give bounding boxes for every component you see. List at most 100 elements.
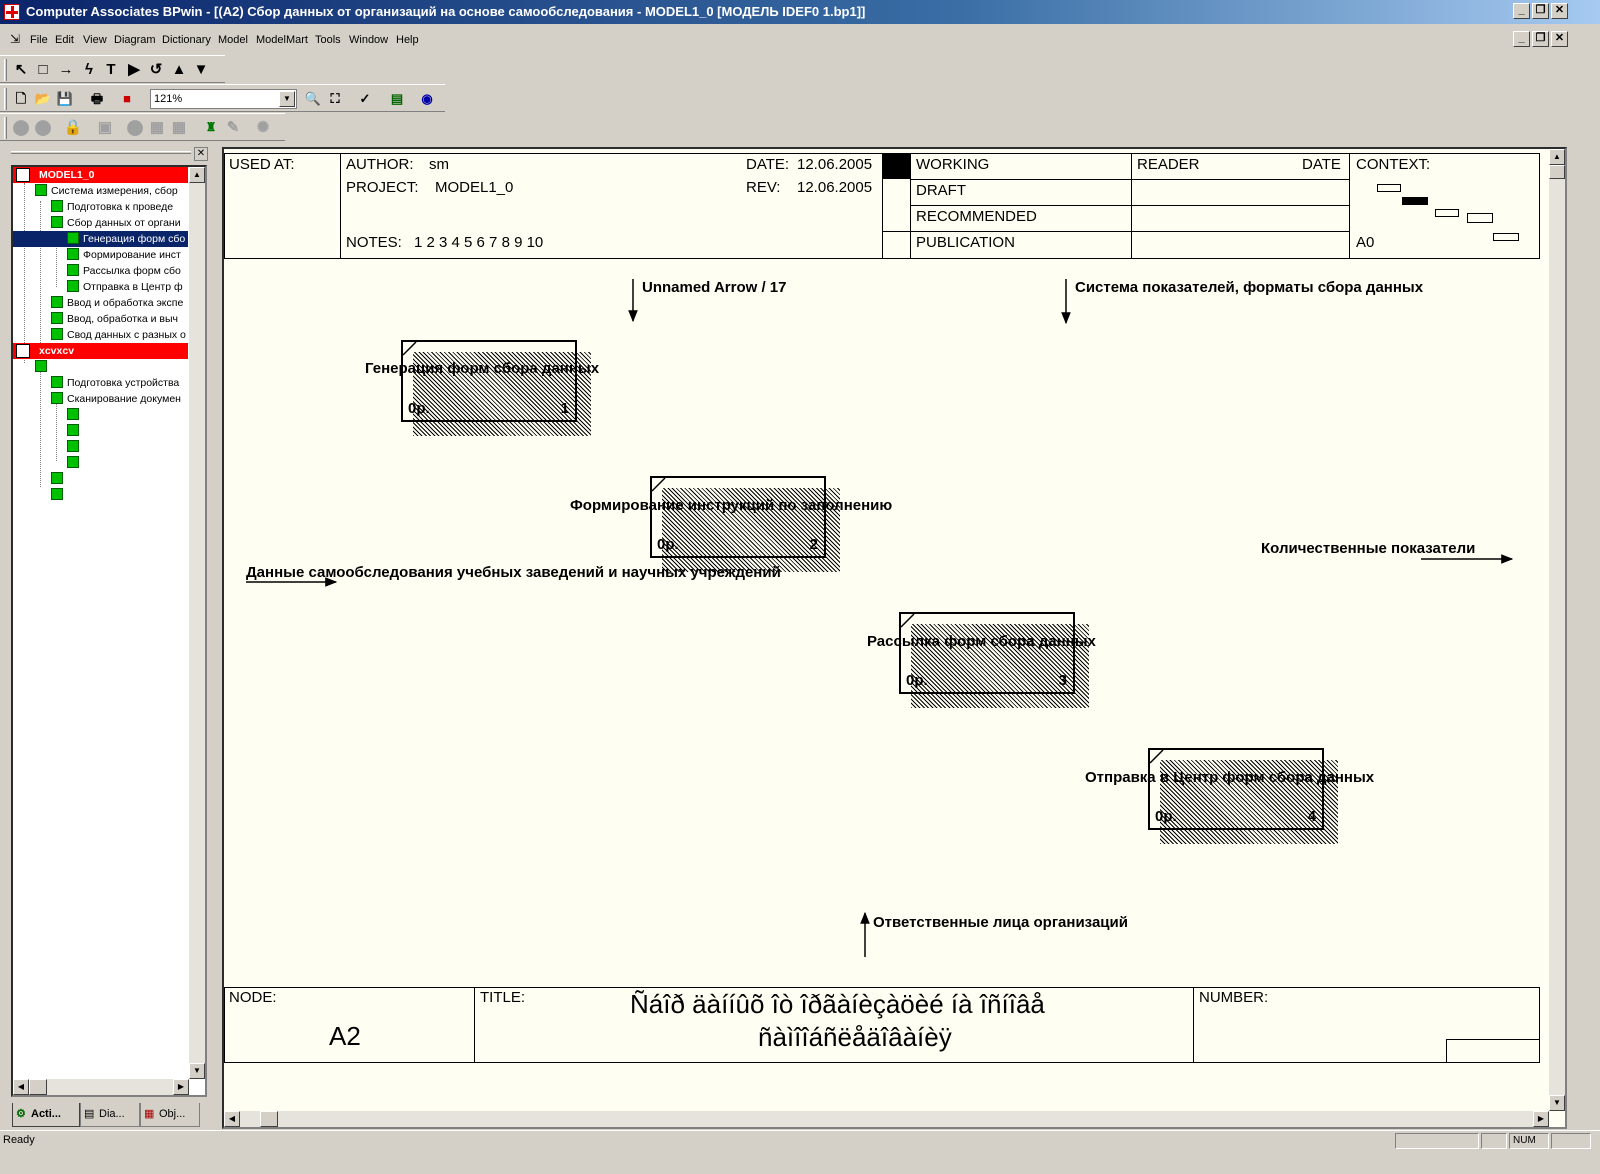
tree-item[interactable]: Формирование инст [67,247,181,263]
close-button[interactable]: ✕ [1551,3,1568,19]
mechanism-arrow-label[interactable]: Ответственные лица организаций [873,914,1128,931]
scroll-left-icon[interactable]: ◀ [13,1079,29,1095]
tree-item[interactable]: Ввод и обработка экспе [51,295,183,311]
menu-modelmart[interactable]: ModelMart [256,34,308,46]
control-arrow-label-2[interactable]: Система показателей, форматы сбора данны… [1075,279,1424,296]
arrow-tool-icon[interactable]: → [58,61,74,78]
pointer-tool-icon[interactable]: ↖ [14,61,28,78]
scroll-right-icon[interactable]: ▶ [173,1079,189,1095]
scroll-right-icon[interactable]: ▶ [1533,1111,1549,1127]
globe-icon[interactable]: ◉ [421,91,433,106]
tree-item[interactable]: Отправка в Центр ф [67,279,183,295]
activity-box-4[interactable]: 0р. 4 [1148,748,1338,844]
scroll-up-icon[interactable]: ▲ [189,167,205,183]
tree-horizontal-scrollbar[interactable]: ◀ ▶ [13,1079,189,1095]
tree-item[interactable]: Подготовка устройства [51,375,179,391]
menu-dictionary[interactable]: Dictionary [162,34,211,46]
canvas-vertical-scrollbar[interactable]: ▲ ▼ [1549,149,1565,1111]
disconnect-icon[interactable]: ⬤ [34,119,52,136]
tree-model-root[interactable]: MODEL1_0 [13,167,188,183]
lock-icon[interactable]: 🔒 [63,119,83,136]
activity-tree[interactable]: MODEL1_0 Система измерения, сбор Подгото… [11,165,207,1097]
tree-item[interactable]: Свод данных с разных о [51,327,186,343]
menu-window[interactable]: Window [349,34,389,46]
minimize-button[interactable]: _ [1513,3,1530,19]
tree-item[interactable]: Сканирование докумен [51,391,181,407]
tree-item[interactable] [35,359,51,375]
merge-icon[interactable]: ⬤ [126,119,144,136]
tree-item[interactable]: Ввод, обработка и выч [51,311,178,327]
scroll-thumb[interactable] [260,1111,278,1127]
scroll-down-icon[interactable]: ▼ [189,1063,205,1079]
tree-item[interactable] [67,439,83,455]
go-to-child-icon[interactable]: ▶ [128,61,140,78]
squiggle-tool-icon[interactable]: ϟ [85,61,93,78]
new-file-icon[interactable]: 🗋 [15,91,27,106]
model-explorer-icon[interactable]: ▤ [390,91,404,106]
undo-icon[interactable]: ↺ [149,61,163,78]
scroll-thumb[interactable] [29,1079,47,1095]
go-to-parent-icon[interactable]: ▲ [171,61,187,78]
chevron-down-icon[interactable]: ▼ [279,91,295,107]
menu-tools[interactable]: Tools [315,34,341,46]
activity-box-3[interactable]: 0р. 3 [899,612,1089,708]
menu-help[interactable]: Help [396,34,419,46]
tree-item[interactable]: Сбор данных от органи [51,215,181,231]
doc-icon[interactable]: ⇲ [10,32,21,46]
library-icon[interactable]: ▣ [97,119,113,136]
menu-view[interactable]: View [83,34,107,46]
tree-item[interactable]: Система измерения, сбор [35,183,178,199]
tree-item[interactable]: Рассылка форм сбо [67,263,181,279]
menu-diagram[interactable]: Diagram [114,34,156,46]
users-icon[interactable]: ✺ [256,119,270,136]
color-icon[interactable]: ■ [123,91,131,106]
tree-item[interactable] [51,487,67,503]
tree-model-root-2[interactable]: xcvxcv [13,343,188,359]
tree-item[interactable] [67,423,83,439]
grid-icon[interactable]: ▦ [171,119,187,136]
spell-check-icon[interactable]: ✓ [359,91,371,106]
output-arrow-label[interactable]: Количественные показатели [1261,540,1476,557]
activity-box-1[interactable]: 0р. 1 [401,340,591,436]
tab-activities[interactable]: ⚙Acti... [12,1103,80,1127]
go-down-icon[interactable]: ▼ [193,61,209,78]
restore-button[interactable]: ❐ [1532,3,1549,19]
mdi-minimize-button[interactable]: _ [1513,31,1530,47]
menu-file[interactable]: File [30,34,48,46]
bpwin-app-icon[interactable] [4,4,20,20]
tree-item-selected[interactable]: Генерация форм сбо [13,231,188,247]
diagram-canvas[interactable]: USED AT: AUTHOR: sm PROJECT: MODEL1_0 NO… [224,149,1549,1111]
scroll-up-icon[interactable]: ▲ [1549,149,1565,165]
menu-edit[interactable]: Edit [55,34,74,46]
tab-objects[interactable]: ▦Obj... [140,1103,200,1127]
tree-item[interactable] [51,471,67,487]
tree-item[interactable] [67,407,83,423]
control-arrow-label-1[interactable]: Unnamed Arrow / 17 [642,279,787,296]
save-icon[interactable]: 💾 [56,91,74,106]
box-tool-icon[interactable]: □ [38,61,48,78]
scroll-left-icon[interactable]: ◀ [224,1111,240,1127]
tree-vertical-scrollbar[interactable]: ▲ ▼ [189,167,205,1079]
input-arrow-label[interactable]: Данные самообследования учебных заведени… [246,564,781,581]
print-icon[interactable]: 🖶 [90,91,104,106]
zoom-combo[interactable]: 121% ▼ [150,89,297,109]
report-icon[interactable]: ▦ [149,119,165,136]
scroll-down-icon[interactable]: ▼ [1549,1095,1565,1111]
canvas-horizontal-scrollbar[interactable]: ◀ ▶ [224,1111,1549,1127]
close-icon[interactable]: ✕ [194,147,208,161]
tools-icon[interactable]: ✎ [226,119,240,136]
open-file-icon[interactable]: 📂 [34,91,52,106]
security-icon[interactable]: ♜ [205,120,217,134]
mdi-restore-button[interactable]: ❐ [1532,31,1549,47]
connect-icon[interactable]: ⬤ [12,119,30,136]
activity-box-2[interactable]: 0р. 2 [650,476,840,572]
tree-item[interactable] [67,455,83,471]
scroll-thumb[interactable] [1549,165,1565,179]
mdi-close-button[interactable]: ✕ [1551,31,1568,47]
zoom-fit-icon[interactable]: ⛶ [330,91,340,106]
tree-item[interactable]: Подготовка к проведе [51,199,173,215]
text-tool-icon[interactable]: T [106,61,116,78]
zoom-in-icon[interactable]: 🔍 [304,91,322,106]
menu-model[interactable]: Model [218,34,248,46]
tab-diagrams[interactable]: ▤Dia... [80,1103,140,1127]
